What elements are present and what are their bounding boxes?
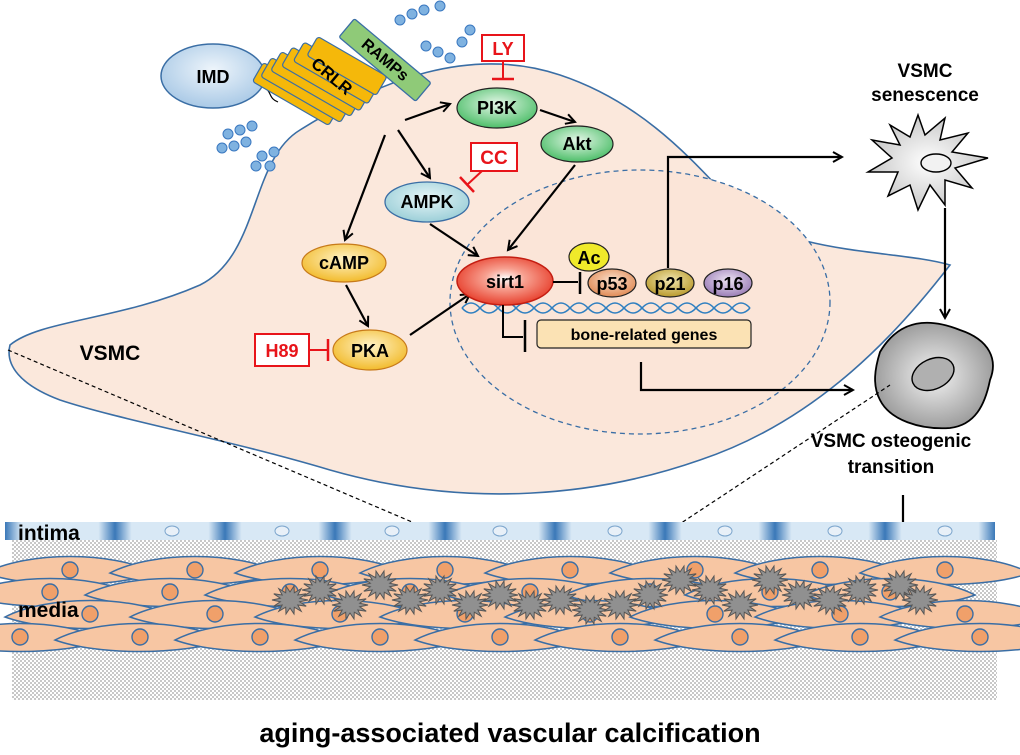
calcified-cell xyxy=(421,574,459,606)
figure-title: aging-associated vascular calcification xyxy=(259,718,760,748)
calcified-cell xyxy=(571,594,609,626)
crlr-receptor xyxy=(252,36,387,126)
pi3k-node xyxy=(456,87,538,129)
cell-nucleus xyxy=(936,561,954,579)
cell-nucleus xyxy=(161,583,179,601)
cell-nucleus xyxy=(851,628,869,646)
calcified-cell xyxy=(511,589,549,621)
p21-node xyxy=(645,268,695,298)
calcified-cell xyxy=(631,579,669,611)
intima-endothelium xyxy=(5,522,995,540)
acetyl-group xyxy=(568,242,610,272)
ac-label: Ac xyxy=(577,248,600,268)
calcified-cell xyxy=(601,589,639,621)
nucleus xyxy=(449,169,831,435)
calcified-cell xyxy=(841,574,879,606)
cell-nucleus xyxy=(731,628,749,646)
calcified-cell xyxy=(661,564,699,596)
calcified-cell xyxy=(481,579,519,611)
cell-nucleus xyxy=(686,561,704,579)
calcified-cell xyxy=(451,589,489,621)
intima-label: intima xyxy=(18,522,80,545)
cell-nucleus xyxy=(186,561,204,579)
cell-nucleus xyxy=(206,605,224,623)
outcome-arrows xyxy=(639,157,945,570)
calcified-cell xyxy=(721,589,759,621)
vsmc-cell-label: VSMC xyxy=(80,342,141,365)
media-label: media xyxy=(18,599,79,622)
pka-node xyxy=(332,329,408,371)
cell-nucleus xyxy=(371,628,389,646)
calcified-cell xyxy=(691,574,729,606)
senescence-label-line1: VSMC xyxy=(898,61,953,82)
pathway-arrows xyxy=(345,104,575,336)
calcified-cell xyxy=(391,584,429,616)
bone-related-genes-box xyxy=(536,319,752,349)
cell-nucleus xyxy=(311,561,329,579)
calcified-cell xyxy=(781,579,819,611)
ramps-coreceptor xyxy=(339,18,431,102)
cell-nucleus xyxy=(61,561,79,579)
camp-label: cAMP xyxy=(319,253,369,273)
cell-nucleus xyxy=(131,628,149,646)
calcified-cell xyxy=(331,589,369,621)
cell-nucleus xyxy=(811,561,829,579)
ampk-label: AMPK xyxy=(401,192,454,212)
calcified-cell xyxy=(901,584,939,616)
akt-node xyxy=(540,125,614,163)
cell-nucleus xyxy=(436,561,454,579)
lipid-bilayer xyxy=(216,0,476,172)
calcified-cell xyxy=(811,584,849,616)
p16-label: p16 xyxy=(712,274,743,294)
camp-node xyxy=(301,243,387,283)
cc-inhibitor-box xyxy=(470,142,518,172)
cell-nucleus xyxy=(491,628,509,646)
cell-nucleus xyxy=(971,628,989,646)
h89-label: H89 xyxy=(265,341,298,361)
cell-nucleus xyxy=(11,628,29,646)
p53-label: p53 xyxy=(596,274,627,294)
pi3k-label: PI3K xyxy=(477,98,517,118)
ly-label: LY xyxy=(492,39,513,59)
p53-node xyxy=(587,268,637,298)
cell-nucleus xyxy=(251,628,269,646)
p16-node xyxy=(703,268,753,298)
cell-nucleus xyxy=(41,583,59,601)
akt-label: Akt xyxy=(562,134,591,154)
cell-nucleus xyxy=(611,628,629,646)
ampk-node xyxy=(384,181,470,223)
cc-label: CC xyxy=(480,148,508,169)
osteogenic-label-line1: VSMC osteogenic xyxy=(811,431,972,452)
calcified-cell xyxy=(881,569,919,601)
media-smooth-muscle-cells xyxy=(0,555,1020,653)
bone-genes-label: bone-related genes xyxy=(571,327,718,344)
h89-inhibitor-box xyxy=(254,333,310,367)
p21-label: p21 xyxy=(654,274,685,294)
imd-label: IMD xyxy=(197,67,230,87)
cell-nucleus xyxy=(831,605,849,623)
calcified-cell xyxy=(541,584,579,616)
calcified-cell xyxy=(301,574,339,606)
cell-nucleus xyxy=(956,605,974,623)
cell-nucleus xyxy=(81,605,99,623)
cell-nucleus xyxy=(706,605,724,623)
smooth-muscle-cell xyxy=(893,622,1020,653)
pka-label: PKA xyxy=(351,341,389,361)
calcified-cell xyxy=(271,584,309,616)
calcified-cell xyxy=(361,569,399,601)
sirt1-label: sirt1 xyxy=(486,272,524,292)
cell-nucleus xyxy=(561,561,579,579)
calcified-cell xyxy=(751,564,789,596)
senescence-label-line2: senescence xyxy=(871,85,979,106)
osteogenic-label-line2: transition xyxy=(848,457,935,478)
